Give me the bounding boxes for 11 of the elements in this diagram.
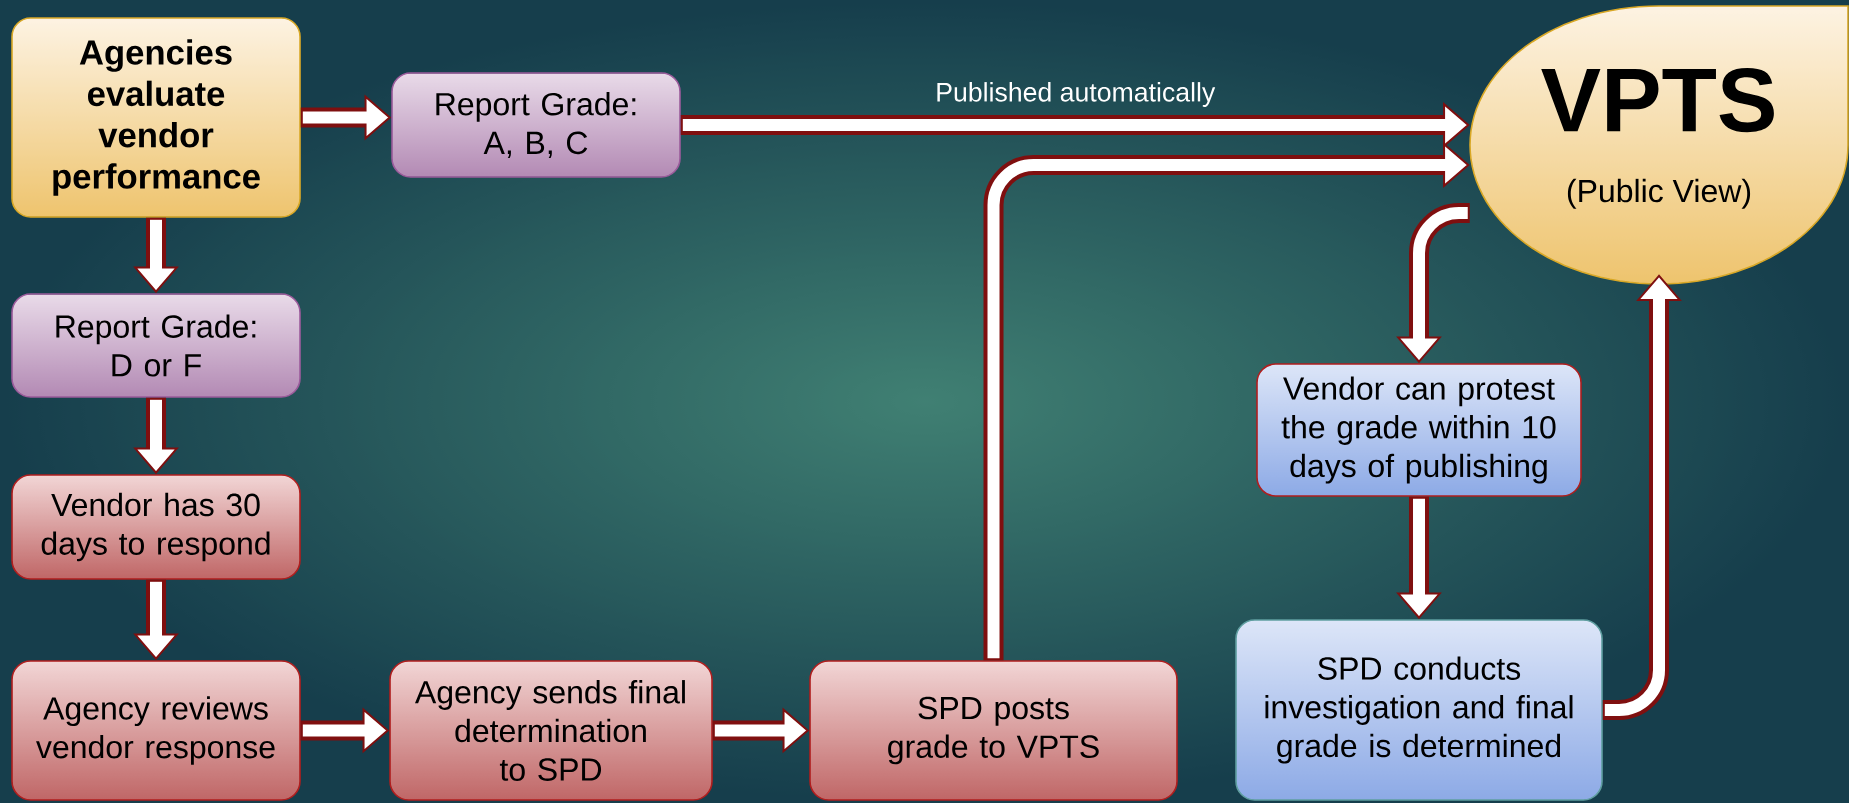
process-box: Report Grade: D or F (11, 293, 301, 398)
process-box: Vendor has 30 days to respond (11, 474, 301, 580)
process-box: Agencies evaluate vendor performance (11, 17, 301, 218)
process-box: Agency reviews vendor response (11, 660, 301, 801)
process-box: Report Grade: A, B, C (391, 72, 681, 178)
arrow (983, 142, 1470, 661)
process-box: SPD conducts investigation and final grade is determined (1235, 619, 1603, 801)
process-box: Agency sends final determination to SPD (389, 660, 713, 801)
process-box: SPD posts grade to VPTS (809, 660, 1178, 801)
process-box: Vendor can protest the grade within 10 days of publishing (1256, 363, 1582, 497)
edge-label: Published automatically (937, 82, 1216, 107)
